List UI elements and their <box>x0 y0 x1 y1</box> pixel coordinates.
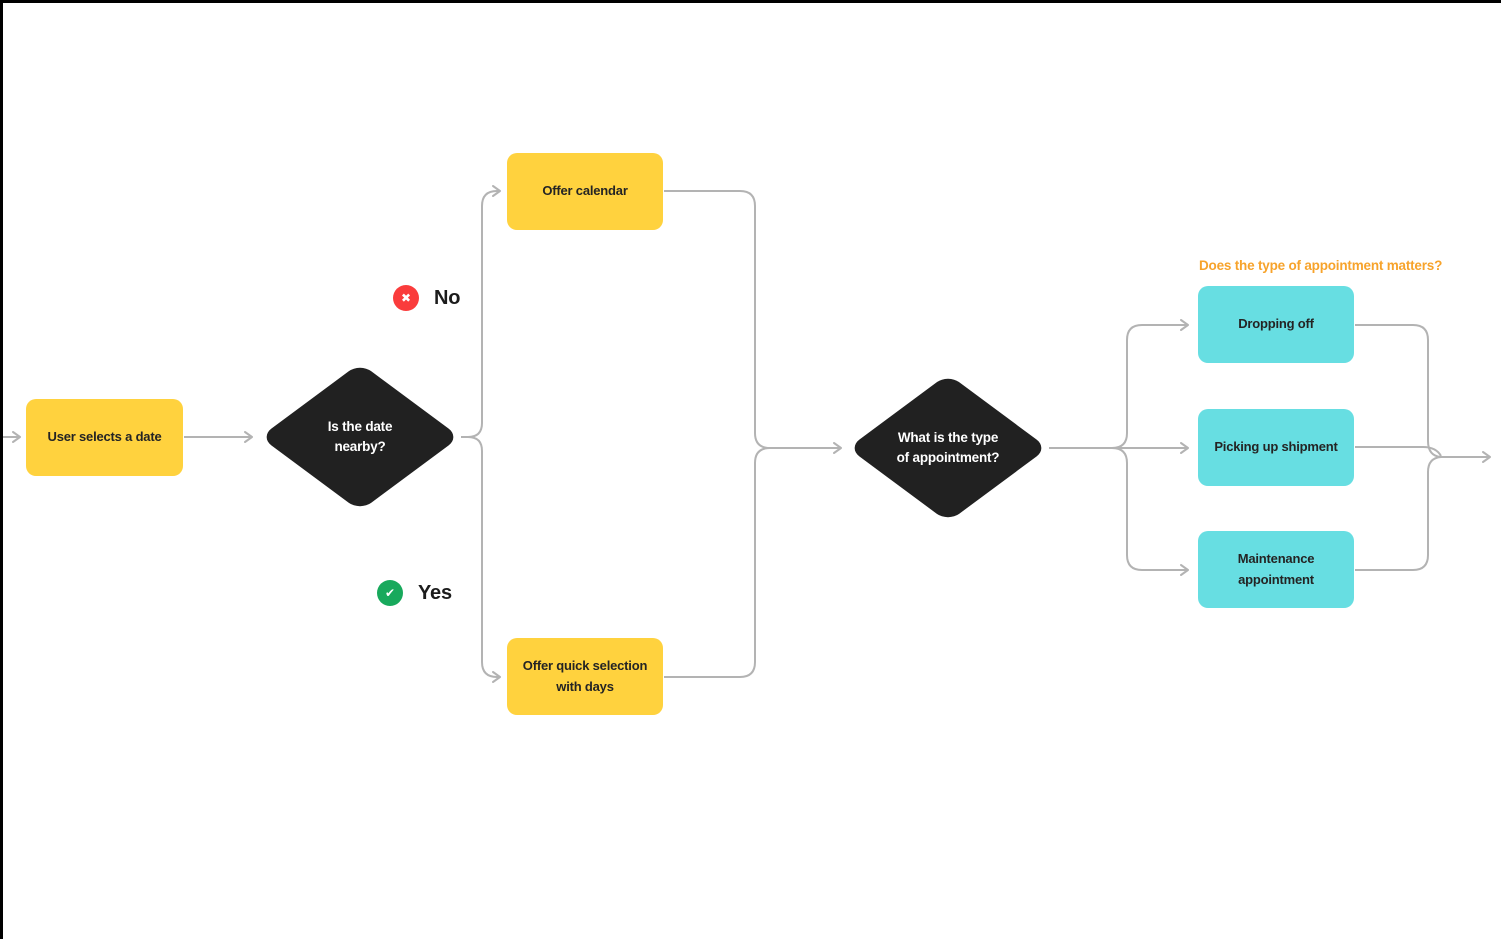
node-label: Maintenance appointment <box>1237 551 1315 587</box>
edge-yes-to-offer-quick <box>461 436 501 683</box>
edge-picking-up-out <box>1355 446 1442 457</box>
node-label: User selects a date <box>47 429 162 445</box>
node-label: Dropping off <box>1238 316 1314 332</box>
annotation-appointment-question[interactable]: Does the type of appointment matters? <box>1199 258 1443 273</box>
check-circle-icon: ✔ <box>377 580 403 606</box>
edge-label-no[interactable]: ✖ No <box>393 285 460 311</box>
frame-top-border <box>0 0 1501 3</box>
edge-label-no-text: No <box>434 286 461 309</box>
decision-appointment-type[interactable]: What is the type of appointment? <box>848 373 1048 523</box>
node-label: Picking up shipment <box>1214 439 1338 455</box>
edge-type-to-dropping-off <box>1049 319 1189 449</box>
decision-label: What is the type of appointment? <box>896 430 1000 465</box>
node-picking-up-shipment[interactable]: Picking up shipment <box>1198 409 1354 486</box>
edge-type-to-maintenance <box>1049 447 1189 576</box>
node-maintenance-appointment[interactable]: Maintenance appointment <box>1198 531 1354 608</box>
edge-maintenance-out <box>1355 456 1442 571</box>
edge-quick-to-decision-type <box>664 447 800 678</box>
edge-dropping-off-out <box>1355 324 1442 458</box>
node-offer-quick-selection[interactable]: Offer quick selection with days <box>507 638 663 715</box>
edge-label-yes[interactable]: ✔ Yes <box>377 580 452 606</box>
edge-no-to-offer-calendar <box>461 185 501 438</box>
node-label: Offer quick selection with days <box>522 658 648 694</box>
frame-left-border <box>0 0 3 939</box>
decision-is-date-nearby[interactable]: Is the date nearby? <box>260 362 460 512</box>
node-offer-calendar[interactable]: Offer calendar <box>507 153 663 230</box>
node-label: Offer calendar <box>542 183 628 199</box>
edge-calendar-to-decision-type <box>664 190 842 454</box>
cross-circle-icon: ✖ <box>393 285 419 311</box>
decision-label: Is the date nearby? <box>327 419 393 454</box>
node-dropping-off[interactable]: Dropping off <box>1198 286 1354 363</box>
node-user-selects-date[interactable]: User selects a date <box>26 399 183 476</box>
edge-label-yes-text: Yes <box>418 581 452 604</box>
